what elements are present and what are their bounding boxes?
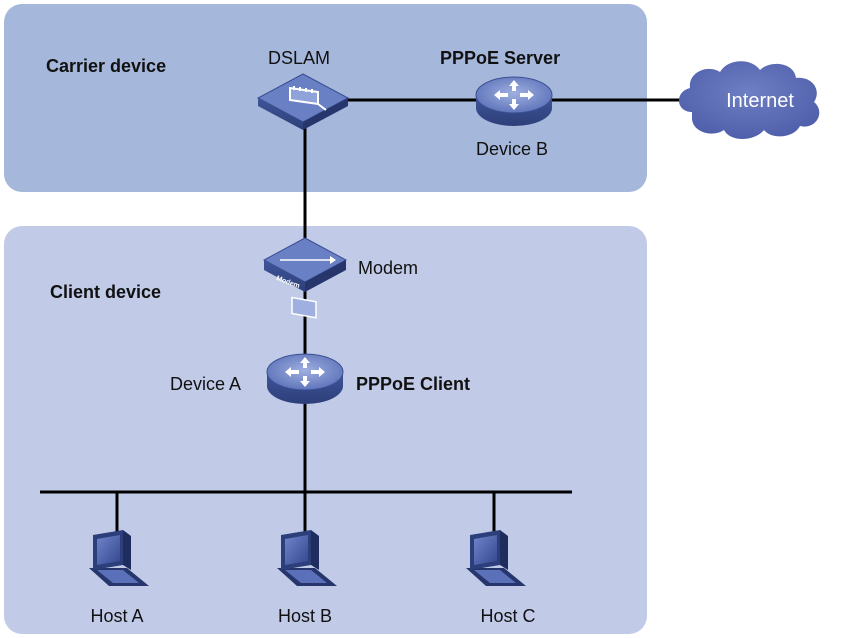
router-icon — [475, 76, 553, 126]
host-b-label: Host B — [278, 606, 332, 626]
pppoe-client-role-label: PPPoE Client — [356, 374, 470, 394]
cloud-icon — [678, 61, 820, 139]
carrier-zone-label: Carrier device — [46, 56, 166, 76]
modem-label: Modem — [358, 258, 418, 278]
client-zone-label: Client device — [50, 282, 161, 302]
dslam-switch-icon — [256, 73, 350, 130]
router-icon — [266, 353, 344, 404]
dslam-label: DSLAM — [268, 48, 330, 68]
computer-icon — [277, 530, 337, 586]
device-b-label: Device B — [476, 139, 548, 159]
modem-icon: Modem — [262, 237, 348, 319]
pppoe-server-role-label: PPPoE Server — [440, 48, 560, 68]
computer-icon — [466, 530, 526, 586]
host-a-label: Host A — [90, 606, 143, 626]
device-a-label: Device A — [170, 374, 241, 394]
computer-icon — [89, 530, 149, 586]
client-zone — [4, 226, 647, 634]
internet-label: Internet — [726, 90, 794, 112]
host-c-label: Host C — [480, 606, 535, 626]
